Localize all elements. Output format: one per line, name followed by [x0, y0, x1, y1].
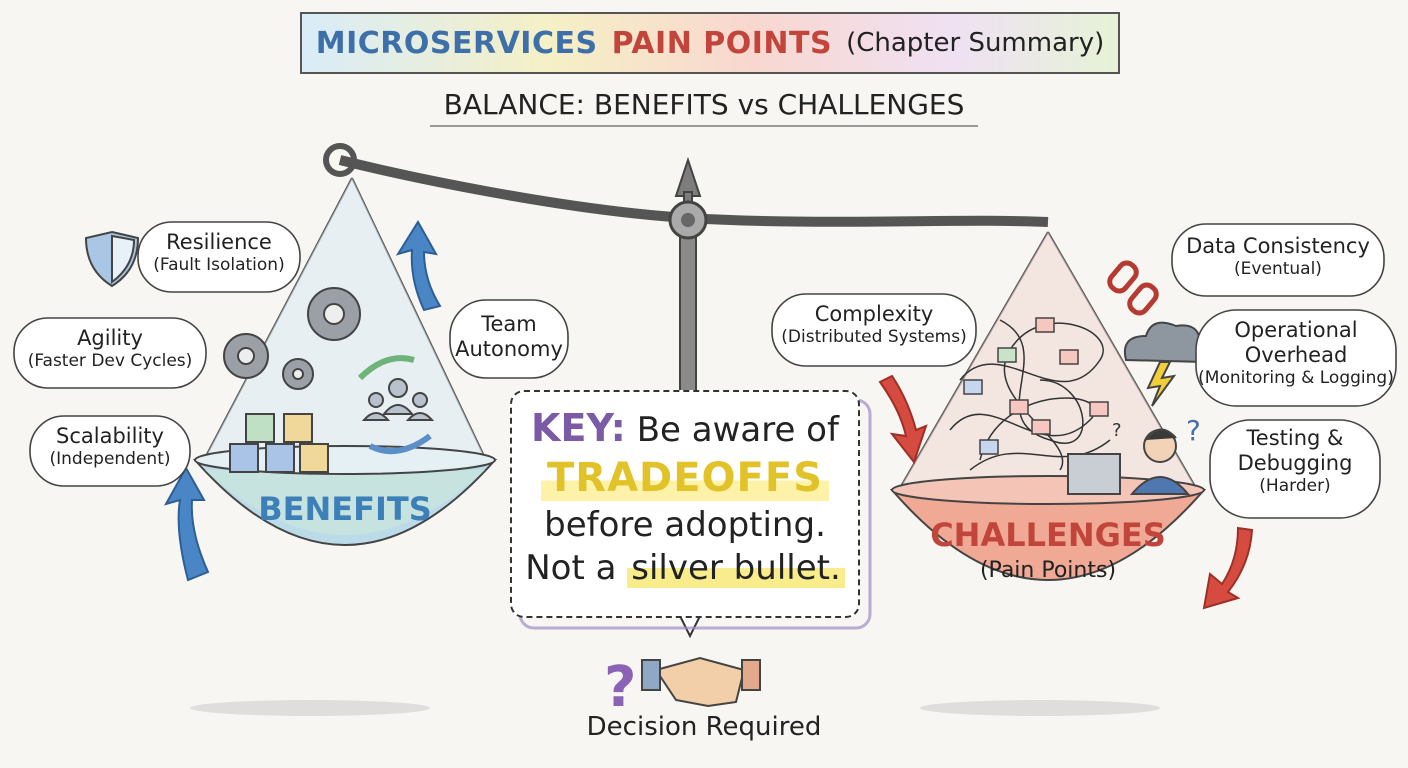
benefits-pan	[192, 177, 498, 546]
question-mark-icon: ?	[1112, 420, 1122, 441]
up-arrow-icon	[163, 220, 442, 582]
benefits-label: BENEFITS	[258, 490, 432, 528]
challenge-detail: (Monitoring & Logging)	[1198, 368, 1394, 389]
key-takeaway-box: KEY: Be aware of TRADEOFFS before adopti…	[510, 390, 860, 618]
challenge-complexity: Complexity (Distributed Systems)	[772, 302, 976, 348]
storm-cloud-icon	[1124, 321, 1210, 407]
challenge-name: Operational	[1234, 318, 1358, 342]
shield-icon	[84, 230, 140, 288]
benefit-name: Agility	[77, 326, 143, 350]
cubes-icon	[229, 413, 329, 473]
left-shadow	[190, 700, 430, 716]
benefit-detail: Autonomy	[455, 337, 563, 362]
challenges-label: CHALLENGES	[930, 516, 1166, 554]
benefit-detail: (Fault Isolation)	[153, 255, 285, 276]
challenges-sublabel: (Pain Points)	[979, 558, 1117, 583]
benefit-name: Scalability	[56, 424, 164, 448]
benefit-name: Team	[481, 312, 537, 336]
callout-bubbles	[13, 221, 1397, 519]
question-mark-icon: ?	[604, 655, 636, 720]
benefit-resilience: Resilience (Fault Isolation)	[138, 230, 300, 276]
key-line-3: before adopting.	[544, 504, 826, 545]
cycle-arrow-icon	[357, 355, 415, 381]
title-chapter-summary: (Chapter Summary)	[846, 28, 1105, 58]
challenge-name-2: Debugging	[1237, 451, 1353, 476]
silver-bullet-highlight: silver bullet.	[627, 548, 845, 589]
challenges-pan	[889, 231, 1207, 581]
key-text: Be aware of	[636, 410, 839, 450]
key-not-a: Not a	[525, 548, 617, 589]
benefit-team-autonomy: Team Autonomy	[450, 312, 568, 362]
challenge-testing-debugging: Testing & Debugging (Harder)	[1210, 426, 1380, 497]
title-pain-points: PAIN POINTS	[611, 25, 833, 61]
question-mark-icon: ?	[1186, 414, 1201, 447]
handshake-icon	[641, 656, 761, 708]
challenge-operational-overhead: Operational Overhead (Monitoring & Loggi…	[1196, 318, 1396, 389]
broken-link-icon	[1107, 260, 1159, 316]
cycle-arrow-icon	[368, 433, 432, 455]
benefit-scalability: Scalability (Independent)	[30, 424, 190, 470]
challenge-name: Data Consistency	[1186, 234, 1370, 258]
gear-icon	[223, 287, 361, 390]
service-boxes-icon	[963, 317, 1109, 455]
challenge-name: Complexity	[814, 302, 934, 326]
benefit-detail: (Independent)	[49, 449, 171, 470]
benefit-agility: Agility (Faster Dev Cycles)	[14, 326, 206, 372]
stressed-developer-icon	[1067, 428, 1191, 495]
challenge-detail: (Eventual)	[1234, 259, 1322, 280]
tradeoffs-highlight: TRADEOFFS	[540, 454, 830, 501]
benefit-name: Resilience	[166, 230, 272, 254]
challenge-data-consistency: Data Consistency (Eventual)	[1172, 234, 1384, 280]
decision-required-label: Decision Required	[586, 712, 822, 742]
subtitle: BALANCE: BENEFITS vs CHALLENGES	[430, 88, 978, 127]
right-shadow	[920, 700, 1160, 716]
team-icon	[361, 378, 435, 421]
title-microservices: MICROSERVICES	[315, 25, 598, 61]
challenge-name-2: Overhead	[1244, 343, 1348, 368]
challenge-detail: (Distributed Systems)	[781, 327, 967, 348]
scale-post	[674, 156, 702, 401]
title-banner: MICROSERVICES PAIN POINTS (Chapter Summa…	[300, 12, 1120, 74]
challenge-detail: (Harder)	[1259, 476, 1331, 497]
key-line-4: Not a silver bullet.	[512, 547, 858, 591]
key-label: KEY:	[531, 406, 626, 450]
key-line-2: TRADEOFFS	[512, 453, 858, 504]
down-arrow-icon	[878, 374, 1254, 610]
benefit-detail: (Faster Dev Cycles)	[27, 351, 193, 372]
key-box-pointer	[678, 615, 702, 639]
challenge-name: Testing &	[1246, 426, 1344, 450]
key-line-1: KEY: Be aware of	[512, 404, 858, 453]
